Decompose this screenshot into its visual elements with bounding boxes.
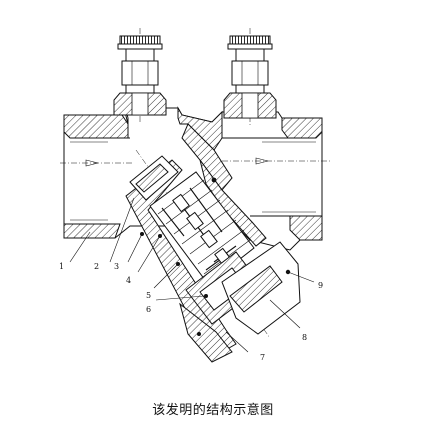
part-number-6: 6 [146, 305, 151, 314]
part-number-4: 4 [126, 276, 131, 285]
right-sensor-fitting [223, 28, 277, 126]
seal-top [211, 177, 217, 183]
part-number-labels: 1 2 3 4 5 6 7 8 9 [59, 262, 323, 362]
part-number-9: 9 [318, 281, 323, 290]
seal-bottom [197, 332, 201, 336]
part-number-3: 3 [114, 262, 119, 271]
part-number-1: 1 [59, 262, 64, 271]
part-number-7: 7 [260, 353, 265, 362]
left-sensor-fitting [113, 28, 167, 124]
part-number-2: 2 [94, 262, 99, 271]
leader-lines [69, 197, 315, 353]
figure-caption: 该发明的结构示意图 [152, 403, 274, 418]
part-number-5: 5 [146, 291, 151, 300]
part-number-8: 8 [302, 333, 307, 342]
filter-assembly [125, 149, 301, 363]
o-ring-6 [204, 294, 208, 298]
